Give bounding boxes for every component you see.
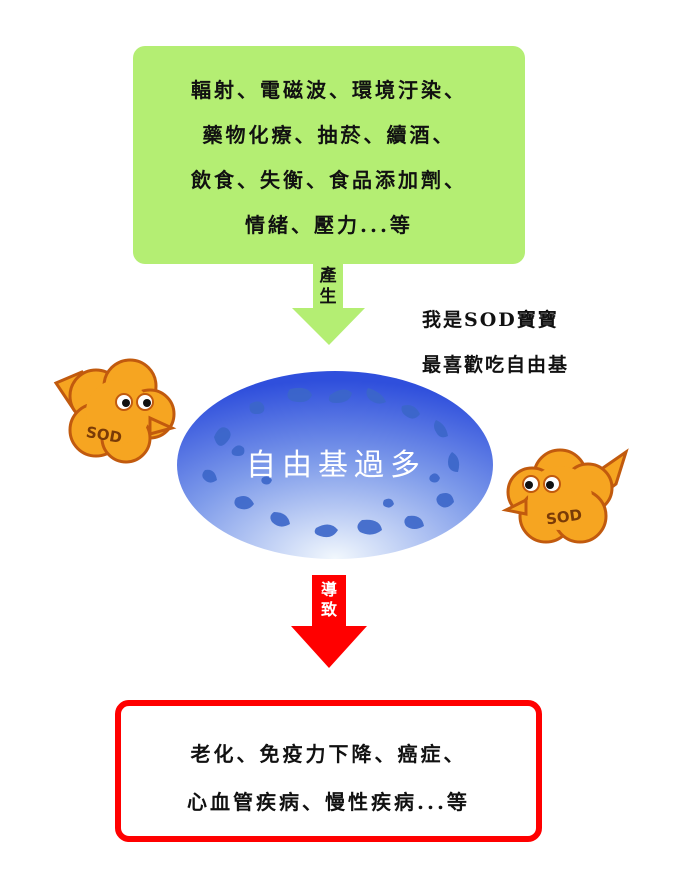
speech-line-1: 我是SOD寶寶 (422, 309, 559, 331)
result-line-2: 心血管疾病、慢性疾病...等 (187, 790, 470, 814)
sod-mascot-right (501, 448, 629, 544)
lead-arrow (291, 575, 367, 668)
produce-label-char-1: 產 (319, 266, 337, 286)
cause-line-3: 飲食、失衡、食品添加劑、 (191, 168, 467, 192)
cause-line-4: 情緒、壓力...等 (245, 213, 413, 237)
cause-line-2: 藥物化療、抽菸、續酒、 (202, 123, 456, 147)
lead-label-char-2: 致 (320, 600, 337, 619)
result-line-1: 老化、免疫力下降、癌症、 (190, 742, 467, 766)
cause-box: 輻射、電磁波、環境汙染、 藥物化療、抽菸、續酒、 飲食、失衡、食品添加劑、 情緒… (133, 46, 525, 264)
result-box: 老化、免疫力下降、癌症、 心血管疾病、慢性疾病...等 (115, 700, 542, 842)
lead-label-char-1: 導 (320, 580, 337, 599)
produce-label: 產 生 (318, 266, 338, 308)
speech-line-2: 最喜歡吃自由基 (422, 354, 570, 376)
cause-line-1: 輻射、電磁波、環境汙染、 (191, 78, 467, 102)
lead-label: 導 致 (318, 580, 340, 620)
sod-speech: 我是SOD寶寶 最喜歡吃自由基 (422, 298, 569, 388)
sod-mascot-left (53, 358, 177, 464)
produce-label-char-2: 生 (319, 287, 337, 307)
free-radical-ellipse (177, 371, 493, 559)
free-radical-text: 自由基過多 (246, 448, 426, 483)
produce-arrow (292, 264, 365, 345)
